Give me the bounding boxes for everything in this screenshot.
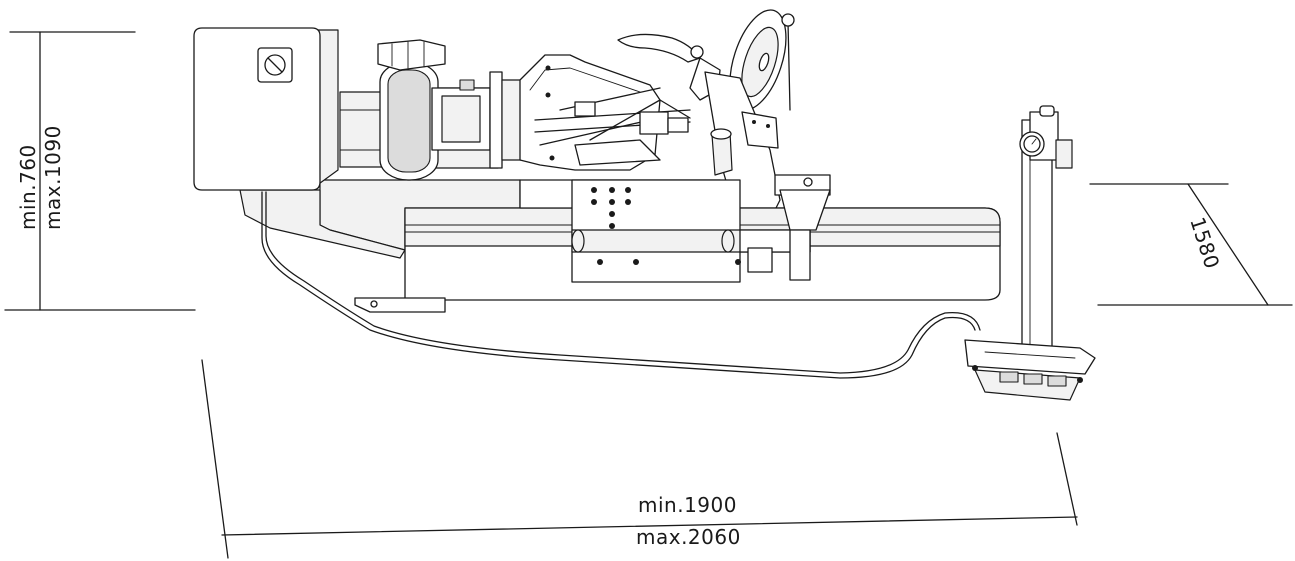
chuck-edge: [529, 67, 641, 93]
gear-drum-inner: [387, 69, 431, 173]
column-cap: [1039, 105, 1055, 117]
control-cable-outline: [265, 191, 981, 374]
pedal-foot: [972, 365, 978, 371]
depth-label: 1580: [1185, 214, 1224, 272]
length-left-extension-line: [201, 359, 229, 559]
height-max-label: max.1090: [41, 125, 65, 230]
length-min-label: min.1900: [638, 493, 737, 517]
carriage-lock: [747, 247, 773, 273]
pedal-line: [984, 351, 1076, 359]
crossbar-end-cap: [571, 229, 585, 253]
chuck-bolt: [549, 155, 555, 161]
dial-needle: [1031, 138, 1037, 145]
depth-dimension: 1580: [1089, 183, 1293, 306]
switch-knob-line: [267, 57, 283, 73]
pedal-lever: [999, 371, 1019, 383]
flange-collar: [501, 79, 523, 161]
foot-plate: [354, 297, 446, 313]
flange: [489, 71, 503, 169]
height-dimension: min.760 max.1090: [4, 31, 196, 311]
length-dimension-line: [221, 516, 1078, 536]
column-side-clamp: [1055, 139, 1073, 169]
control-box: [193, 27, 321, 191]
bead-breaker-arm: [617, 33, 701, 63]
clamp-arm: [589, 99, 691, 141]
disc-lever: [787, 21, 791, 111]
chuck-lower-bracket: [574, 139, 661, 166]
depth-dimension-line: [1187, 183, 1269, 306]
breaker-pivot: [690, 45, 704, 59]
tool-head-bolt: [752, 120, 756, 124]
sleeve-top: [710, 128, 732, 140]
motor-terminal: [459, 79, 475, 91]
tool-head: [741, 111, 779, 149]
pedal-foot: [1077, 377, 1083, 383]
carriage-bolts: [591, 187, 741, 265]
crossbar-end-cap: [721, 229, 735, 253]
height-min-label: min.760: [16, 144, 40, 230]
pedal-housing: [964, 339, 1096, 375]
disc-center: [758, 52, 770, 72]
carriage-post: [789, 229, 811, 281]
clamp-jaw: [639, 111, 669, 135]
pedal-lever: [1023, 373, 1043, 385]
chuck-bolt: [545, 65, 551, 71]
control-cable: [261, 191, 976, 379]
length-max-label: max.2060: [636, 525, 741, 549]
gear-cap: [377, 39, 446, 71]
tool-head-bolt: [766, 124, 770, 128]
clamp-arm: [539, 119, 651, 146]
disc-lever-knob: [781, 13, 795, 27]
pedal-lever: [1047, 375, 1067, 387]
bracket-hole: [803, 177, 813, 187]
carriage-wedge: [779, 189, 831, 231]
clamp-jaw-tip: [667, 117, 689, 133]
motor-face: [441, 95, 481, 143]
chuck-bolt: [545, 92, 551, 98]
tyre-changer-machine: [193, 9, 1096, 401]
foot-plate-hole: [370, 300, 378, 308]
length-dimension: min.1900 max.2060: [201, 359, 1078, 559]
length-right-extension-line: [1056, 432, 1078, 526]
clamp-block: [574, 101, 596, 117]
